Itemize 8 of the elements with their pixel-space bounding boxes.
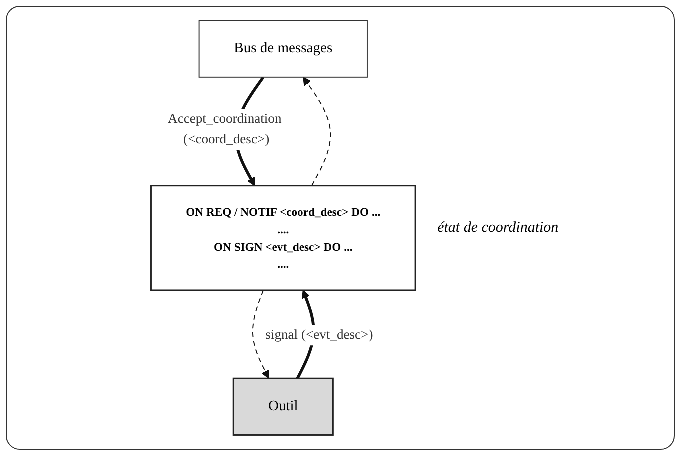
state-caption: état de coordination (438, 220, 559, 236)
node-box: ON REQ / NOTIF <coord_desc> DO ... .... ON SIGN <evt_desc> DO ... .... (150, 185, 417, 292)
edge-label: Accept_coordination (<coord_desc>) (168, 112, 282, 148)
arrow (303, 77, 332, 186)
node-box: Bus de messages (199, 20, 368, 78)
node-box: Outil (233, 378, 334, 436)
edge-label: signal (<evt_desc>) (266, 328, 374, 343)
arrow (252, 290, 270, 379)
